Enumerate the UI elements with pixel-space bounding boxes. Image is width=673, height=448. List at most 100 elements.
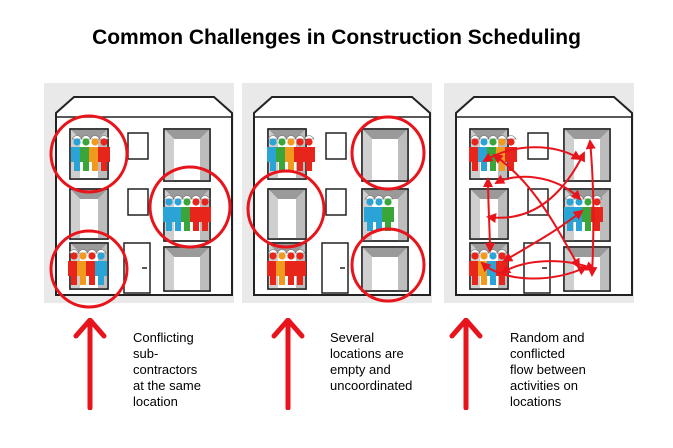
flow-arrow: [502, 209, 584, 263]
head: [471, 138, 479, 146]
room-wall: [470, 189, 480, 239]
flow-arrow: [483, 177, 495, 253]
room-wall: [70, 189, 80, 239]
highlight-circle: [49, 229, 129, 309]
room-wall: [362, 247, 372, 291]
head: [489, 252, 497, 260]
head: [584, 198, 592, 206]
caption-line: Random and: [510, 330, 585, 345]
hardhat: [95, 249, 107, 254]
worker-icon: [86, 249, 98, 285]
body: [98, 147, 110, 171]
head: [593, 198, 601, 206]
head: [79, 252, 87, 260]
room-wall: [398, 247, 408, 291]
head: [287, 252, 295, 260]
head: [287, 138, 295, 146]
room-wall: [600, 189, 610, 241]
room-frame: [267, 188, 307, 240]
caption-line: sub-: [133, 346, 159, 361]
head: [70, 252, 78, 260]
head: [91, 138, 99, 146]
head: [201, 198, 209, 206]
hardhat: [199, 195, 211, 200]
room-right-bottom: [163, 246, 211, 292]
up-arrow-icon: [449, 318, 483, 410]
head: [575, 198, 583, 206]
room-wall: [200, 247, 210, 291]
hardhat: [294, 249, 306, 254]
caption-line: contractors: [133, 362, 198, 377]
highlight-circle: [148, 165, 232, 249]
head: [88, 252, 96, 260]
hardhat: [505, 135, 517, 140]
room-frame: [361, 128, 409, 182]
head: [73, 138, 81, 146]
head: [489, 138, 497, 146]
room-wall: [398, 129, 408, 181]
caption-line: location: [133, 394, 178, 409]
room-ceiling: [362, 189, 408, 199]
head: [100, 138, 108, 146]
diagram-title: Common Challenges in Construction Schedu…: [92, 26, 581, 49]
room-wall: [362, 129, 372, 181]
room-ceiling: [362, 247, 408, 257]
caption-panel-3: Random and conflicted flow between activ…: [510, 330, 630, 410]
building-1: [49, 96, 233, 309]
head: [480, 138, 488, 146]
head: [269, 138, 277, 146]
room-wall: [600, 129, 610, 181]
panel-conflicting-subcontractors: [44, 83, 234, 309]
up-arrow-icon: [73, 318, 107, 410]
highlight-circle: [350, 115, 426, 191]
head: [269, 252, 277, 260]
window: [325, 132, 347, 160]
worker-icon: [382, 195, 394, 231]
hardhat: [98, 135, 110, 140]
room-wall: [268, 189, 278, 239]
head: [366, 198, 374, 206]
room-ceiling: [268, 189, 306, 199]
body: [294, 261, 306, 285]
caption-line: at the same: [133, 378, 201, 393]
head: [82, 138, 90, 146]
room-ceiling: [164, 247, 210, 257]
room-left-mid: [267, 188, 307, 240]
head: [384, 198, 392, 206]
room-wall: [398, 189, 408, 241]
room-ceiling: [564, 129, 610, 139]
room-right-bottom: [361, 246, 409, 292]
up-arrow-icon: [271, 318, 305, 410]
room-wall: [98, 189, 108, 239]
caption-line: activities on: [510, 378, 578, 393]
room-wall: [164, 129, 174, 181]
caption-line: Several: [330, 330, 375, 345]
head: [498, 138, 506, 146]
caption-line: conflicted: [510, 346, 565, 361]
room-ceiling: [268, 129, 306, 139]
head: [97, 252, 105, 260]
room-ceiling: [164, 129, 210, 139]
caption-line: Conflicting: [133, 330, 194, 345]
room-frame: [361, 246, 409, 292]
window: [325, 188, 347, 216]
caption-line: locations are: [330, 346, 404, 361]
head: [278, 252, 286, 260]
panel-random-flow: [444, 83, 634, 303]
flow-arrow: [500, 260, 596, 275]
building-2: [246, 96, 431, 303]
panel-empty-locations: [242, 83, 432, 303]
head: [471, 252, 479, 260]
room-wall: [164, 247, 174, 291]
flow-arrow: [494, 174, 582, 201]
head: [566, 198, 574, 206]
body: [95, 261, 107, 285]
head: [480, 252, 488, 260]
worker-icon: [294, 249, 306, 285]
room-right-top: [163, 128, 211, 182]
head: [296, 138, 304, 146]
caption-line: locations: [510, 394, 562, 409]
highlight-circle: [49, 114, 129, 194]
room-ceiling: [362, 129, 408, 139]
head: [165, 198, 173, 206]
